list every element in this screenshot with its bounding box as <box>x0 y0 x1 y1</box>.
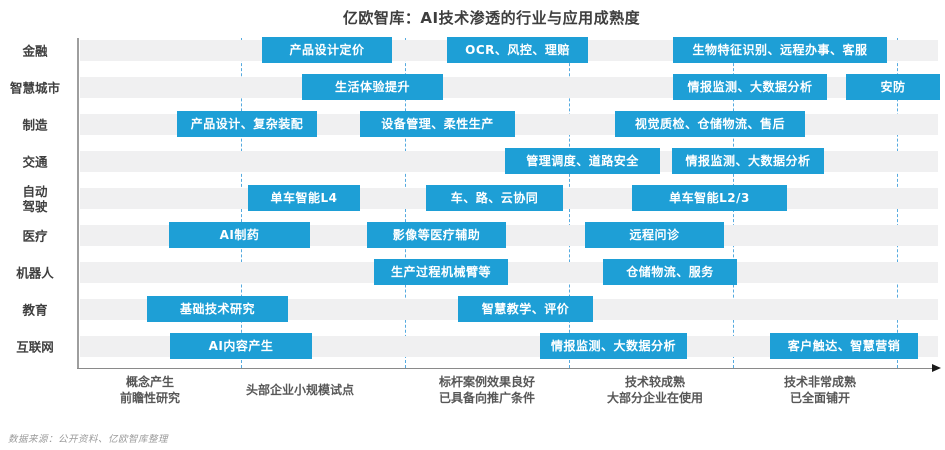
maturity-bar: 产品设计定价 <box>262 37 392 63</box>
row-band <box>80 262 938 283</box>
row-label: 制造 <box>22 117 48 132</box>
maturity-bar: 单车智能L4 <box>248 185 360 211</box>
maturity-bar: 影像等医疗辅助 <box>367 222 506 248</box>
row-label: 教育 <box>22 302 48 317</box>
stage-label: 标杆案例效果良好 已具备向推广条件 <box>438 374 535 406</box>
maturity-bar: AI内容产生 <box>170 333 312 359</box>
maturity-bar: 仓储物流、服务 <box>603 259 737 285</box>
row-label: 智慧城市 <box>9 80 60 95</box>
maturity-bar: 车、路、云协同 <box>426 185 563 211</box>
stage-label: 概念产生 前瞻性研究 <box>119 374 180 406</box>
stage-label: 头部企业小规模试点 <box>245 382 354 397</box>
maturity-bar: 生活体验提升 <box>302 74 443 100</box>
x-axis-arrow-icon <box>932 364 941 372</box>
maturity-bar: 生物特征识别、远程办事、客服 <box>673 37 887 63</box>
y-axis-line <box>77 38 79 368</box>
maturity-bar: 管理调度、道路安全 <box>505 148 660 174</box>
maturity-bar: 智慧教学、评价 <box>458 296 593 322</box>
maturity-bar: 单车智能L2/3 <box>632 185 787 211</box>
maturity-bar: 安防 <box>846 74 940 100</box>
maturity-bar: 客户触达、智慧营销 <box>770 333 918 359</box>
stage-label: 技术非常成熟 已全面铺开 <box>783 374 856 406</box>
x-axis-line <box>77 368 934 369</box>
maturity-bar: 远程问诊 <box>585 222 724 248</box>
row-label: 医疗 <box>22 228 48 243</box>
row-label: 互联网 <box>16 339 54 354</box>
row-label: 交通 <box>22 154 48 169</box>
maturity-bar: 情报监测、大数据分析 <box>540 333 687 359</box>
row-label: 金融 <box>22 43 48 58</box>
page-title: 亿欧智库：AI技术渗透的行业与应用成熟度 <box>342 9 641 27</box>
maturity-bar: OCR、风控、理赔 <box>447 37 588 63</box>
maturity-bar: 产品设计、复杂装配 <box>177 111 317 137</box>
maturity-bar: AI制药 <box>169 222 310 248</box>
maturity-bar: 设备管理、柔性生产 <box>360 111 515 137</box>
data-source-note: 数据来源：公开资料、亿欧智库整理 <box>8 434 169 445</box>
maturity-bar: 情报监测、大数据分析 <box>673 74 827 100</box>
maturity-bar: 生产过程机械臂等 <box>374 259 508 285</box>
stage-label: 技术较成熟 大部分企业在使用 <box>606 374 703 406</box>
row-label: 自动 驾驶 <box>22 183 48 214</box>
row-label: 机器人 <box>16 265 54 280</box>
maturity-bar: 情报监测、大数据分析 <box>672 148 824 174</box>
maturity-bar: 基础技术研究 <box>147 296 288 322</box>
maturity-bar: 视觉质检、仓储物流、售后 <box>615 111 805 137</box>
